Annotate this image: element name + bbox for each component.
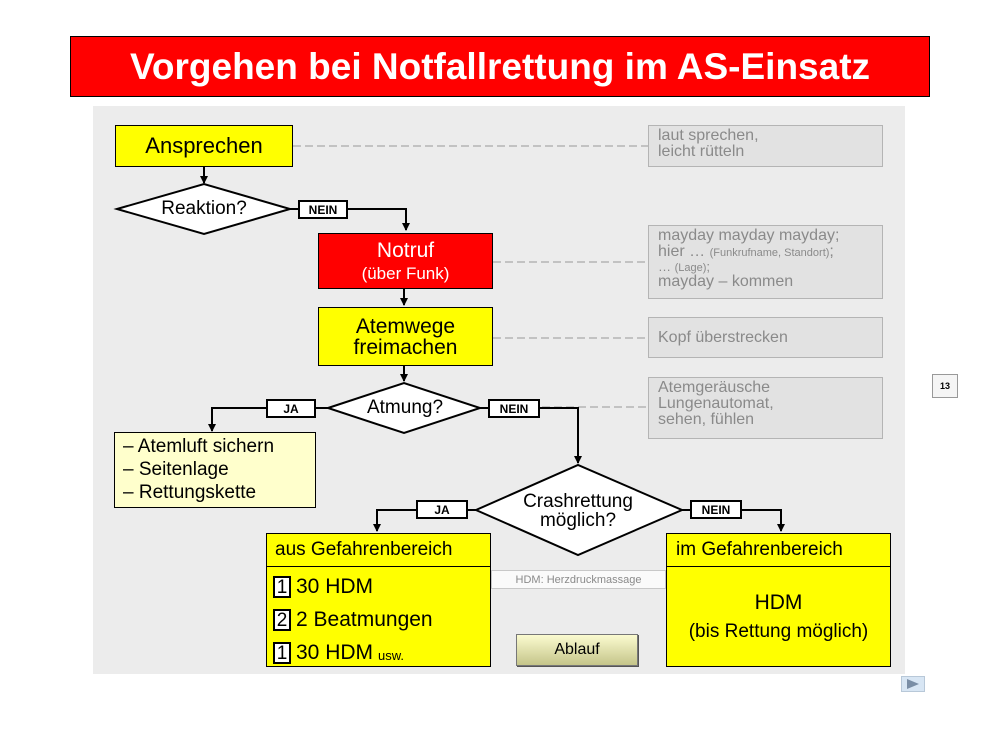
step-text: 30 HDM [296,640,374,664]
note-line: hier … (Funkrufname, Standort); [658,244,882,260]
list-item: – Rettungskette [123,482,257,503]
im-gefahrenbereich-line1: HDM [754,591,803,614]
breathing-actions-list: – Atemluft sichern – Seitenlage – Rettun… [114,432,316,508]
decision-crashrettung: Crashrettung möglich? [508,490,648,532]
note-atmung: Atemgeräusche Lungenautomat, sehen, fühl… [648,377,883,439]
im-gefahrenbereich-header: im Gefahrenbereich [667,534,890,567]
note-text: hier … [658,243,706,260]
decision-atmung-shape [324,381,484,435]
note-line: Atemgeräusche [658,379,771,396]
note-line: mayday – kommen [658,273,794,290]
step-number: 1 [273,641,291,664]
note-line: … (Lage); [658,260,882,274]
note-text: ; [706,259,711,274]
note-line: mayday mayday mayday; [658,227,840,244]
list-item: – Seitenlage [123,459,229,480]
note-text: ; [829,243,834,260]
step-atemwege-line1: Atemwege [355,314,456,338]
step-notruf-label: Notruf [376,239,435,262]
cpr-step-row: 1 30 HDM [267,570,490,603]
cpr-step-row: 2 2 Beatmungen [267,603,490,636]
label-ja-crash: JA [416,500,468,519]
step-atemwege: Atemwege freimachen [318,307,493,366]
decision-crashrettung-line2: möglich? [539,510,617,531]
note-line: laut sprechen, [658,127,759,144]
step-suffix: usw. [378,647,405,663]
note-atemwege: Kopf überstrecken [648,317,883,358]
decision-reaktion-shape [113,182,294,236]
play-triangle-icon [907,679,919,689]
list-item: – Atemluft sichern [123,436,275,457]
step-notruf: Notruf (über Funk) [318,233,493,289]
step-number: 2 [273,608,291,631]
note-small-text: (Funkrufname, Standort) [709,247,830,259]
page-title: Vorgehen bei Notfallrettung im AS-Einsat… [70,36,930,97]
decision-atmung: Atmung? [366,397,444,418]
label-nein-reaktion: NEIN [298,200,348,219]
label-nein-crash: NEIN [690,500,742,519]
cpr-step-row: 1 30 HDM usw. [267,636,490,669]
note-hdm: HDM: Herzdruckmassage [491,570,666,589]
label-ja-atmung: JA [266,399,316,418]
step-ansprechen-label: Ansprechen [145,133,263,158]
decision-reaktion: Reaktion? [161,198,247,219]
step-notruf-sublabel: (über Funk) [361,264,450,283]
step-ansprechen: Ansprechen [115,125,293,167]
ablauf-button[interactable]: Ablauf [516,634,638,666]
im-gefahrenbereich-box: im Gefahrenbereich HDM (bis Rettung mögl… [666,533,891,667]
next-slide-button[interactable] [901,676,925,692]
note-line: leicht rütteln [658,143,745,160]
step-number: 1 [273,575,291,598]
label-nein-atmung: NEIN [488,399,540,418]
aus-gefahrenbereich-header: aus Gefahrenbereich [267,534,490,567]
decision-crashrettung-line1: Crashrettung [523,491,633,512]
note-notruf: mayday mayday mayday; hier … (Funkrufnam… [648,225,883,299]
page-number: 13 [932,374,958,398]
note-line: sehen, fühlen [658,411,755,428]
note-ansprechen: laut sprechen, leicht rütteln [648,125,883,167]
im-gefahrenbereich-line2: (bis Rettung möglich) [688,621,869,642]
note-line: Lungenautomat, [658,395,774,412]
aus-gefahrenbereich-box: aus Gefahrenbereich 1 30 HDM 2 2 Beatmun… [266,533,491,667]
note-small-text: (Lage) [674,262,707,274]
step-text: 2 Beatmungen [296,607,433,631]
step-text: 30 HDM [296,574,374,598]
decision-crash-shape [473,463,685,557]
step-atemwege-line2: freimachen [353,335,458,359]
note-text: … [658,259,671,274]
